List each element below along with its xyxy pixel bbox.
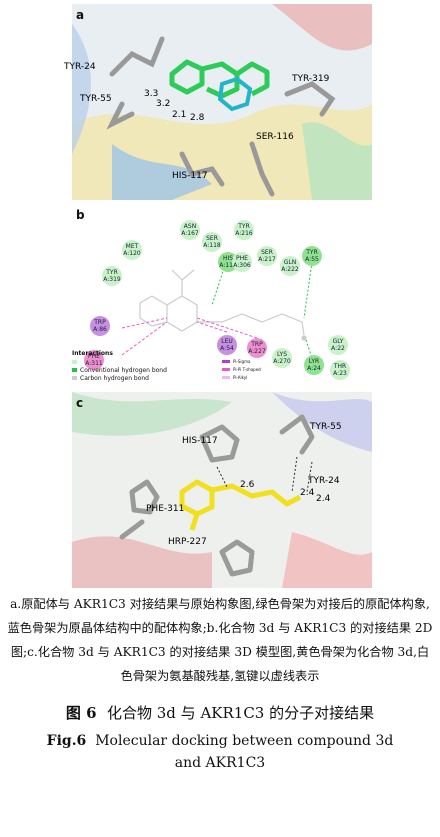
legend-item: Pi-Pi T-shaped [222, 367, 261, 372]
legend-item: Pi-Sigma [222, 359, 250, 364]
distance-label: 2.4 [300, 488, 315, 498]
residue-label: SER-116 [256, 132, 294, 142]
distance-label: 2.6 [240, 480, 255, 490]
distance-label: 2.4 [316, 494, 331, 504]
legend-title: Interactions [72, 350, 113, 357]
figure-title-en-text: Molecular docking between compound 3d an… [95, 733, 394, 771]
legend-item: Pi-Alkyl [222, 375, 247, 380]
residue-label: TYR-24 [64, 62, 96, 72]
legend-item: Carbon hydrogen bond [72, 375, 149, 382]
distance-label: 2.8 [190, 113, 205, 123]
panel-label-c: c [76, 396, 84, 410]
residue-label: HRP-227 [168, 537, 207, 547]
ligand-2d-structure [121, 261, 313, 359]
figure-number-en: Fig.6 [46, 733, 87, 749]
docking-3d-illustration-c [72, 392, 372, 588]
residue-label: HIS-117 [182, 436, 218, 446]
residue-label: TYR-24 [308, 476, 340, 486]
distance-label: 2.1 [172, 110, 187, 120]
figure-title-cn-text: 化合物 3d 与 AKR1C3 的分子对接结果 [107, 704, 375, 722]
residue-label: HIS-117 [172, 171, 208, 181]
residue-label: TYR-55 [80, 94, 112, 104]
docking-figure-c: c HIS-117 TYR-55 TYR-24 PHE-311 HRP-227 … [72, 392, 372, 588]
residue-label: TYR-319 [292, 74, 330, 84]
panel-label-a: a [76, 8, 85, 22]
distance-label: 3.3 [144, 89, 159, 99]
residue-label: PHE-311 [146, 504, 185, 514]
docking-figure-a: a TYR-24 TYR-55 TYR-319 HIS-117 SER-116 … [64, 4, 372, 200]
distance-label: 3.2 [156, 99, 171, 109]
figure-title-cn: 图 6 化合物 3d 与 AKR1C3 的分子对接结果 [0, 702, 440, 723]
figure-number-cn: 图 6 [65, 704, 97, 722]
figure-title-en: Fig.6 Molecular docking between compound… [0, 730, 440, 774]
residue-label: TYR-55 [310, 422, 342, 432]
docking-3d-illustration-a [72, 4, 372, 200]
figure-note: a.原配体与 AKR1C3 对接结果与原始构象图,绿色骨架为对接后的原配体构象,… [7, 597, 433, 683]
legend-item: Conventional hydrogen bond [72, 367, 167, 374]
legend-item [72, 359, 80, 366]
panel-label-b: b [76, 208, 85, 222]
